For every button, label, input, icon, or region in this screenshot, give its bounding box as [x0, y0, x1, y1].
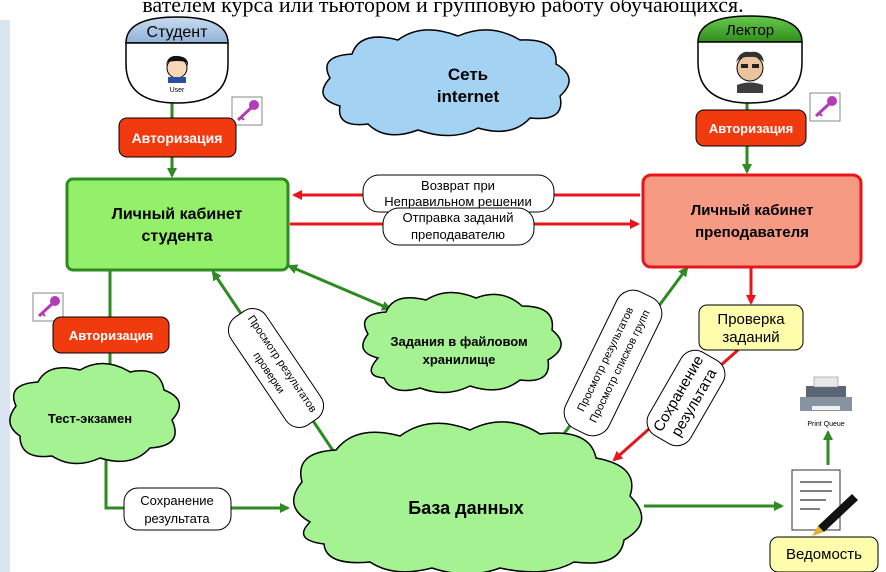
send-label-line2: преподавателю [411, 227, 505, 242]
save-result-right-label: Сохранение результата [646, 349, 726, 447]
student-title: Студент [147, 24, 209, 41]
document-pen-icon [791, 469, 858, 536]
save-result-left-line1: Сохранение [140, 493, 214, 508]
auth-box-test: Авторизация [52, 316, 170, 354]
storage-cloud: Задания в файловом хранилище [362, 291, 562, 394]
storage-line2: хранилище [423, 352, 496, 367]
user-label: User [170, 87, 185, 94]
student-cabinet-box: Личный кабинет студента [65, 177, 290, 272]
auth-box-lecturer: Авторизация [695, 109, 807, 147]
return-label-line2: Неправильном решении [384, 194, 531, 209]
view-results-label: Просмотр результатов проверки [227, 308, 325, 428]
storage-line1: Задания в файловом [390, 334, 527, 349]
check-tasks-box: Проверка заданий [698, 304, 804, 351]
key-icon [809, 92, 841, 122]
send-label-box: Отправка заданий преподавателю [382, 207, 535, 246]
save-result-left-line2: результата [144, 511, 210, 526]
database-label: База данных [408, 498, 523, 518]
auth-label: Авторизация [132, 130, 223, 146]
internet-line2: internet [437, 87, 500, 106]
return-label-box: Возврат при Неправильном решении [362, 174, 555, 213]
caption-text: вателем курса или тьютором и групповую р… [142, 0, 744, 17]
send-label-line1: Отправка заданий [403, 210, 514, 225]
return-label-line1: Возврат при [421, 178, 495, 193]
database-cloud: База данных [293, 421, 643, 572]
print-queue-label: Print Queue [807, 421, 844, 428]
save-result-left-label: Сохранение результата [123, 487, 232, 531]
key-icon [32, 292, 64, 322]
student-actor: Студент User [125, 16, 229, 104]
lecturer-avatar-icon [736, 51, 764, 93]
teacher-cabinet-line1: Личный кабинет [691, 202, 814, 219]
teacher-cabinet-box: Личный кабинет преподавателя [641, 173, 863, 269]
student-cabinet-line2: студента [141, 228, 212, 245]
vedomost-box: Ведомость [769, 536, 879, 572]
student-cabinet-line1: Личный кабинет [112, 206, 243, 223]
printer-icon: Print Queue [800, 376, 852, 428]
internet-cloud: Сеть internet [322, 29, 570, 137]
vedomost-label: Ведомость [786, 546, 862, 563]
check-tasks-line2: заданий [722, 329, 779, 346]
lecturer-actor: Лектор [697, 15, 803, 104]
auth-label: Авторизация [69, 328, 153, 343]
left-edge-strip [0, 20, 10, 572]
internet-line1: Сеть [448, 65, 488, 84]
test-exam-label: Тест-экзамен [48, 411, 132, 426]
auth-box-student: Авторизация [118, 117, 237, 158]
teacher-cabinet-line2: преподавателя [695, 224, 809, 241]
key-icon [231, 96, 263, 126]
auth-label: Авторизация [709, 121, 793, 136]
lecturer-title: Лектор [726, 22, 774, 39]
check-tasks-line1: Проверка [717, 311, 785, 328]
user-avatar-icon [166, 55, 189, 83]
test-exam-cloud: Тест-экзамен [9, 362, 181, 465]
